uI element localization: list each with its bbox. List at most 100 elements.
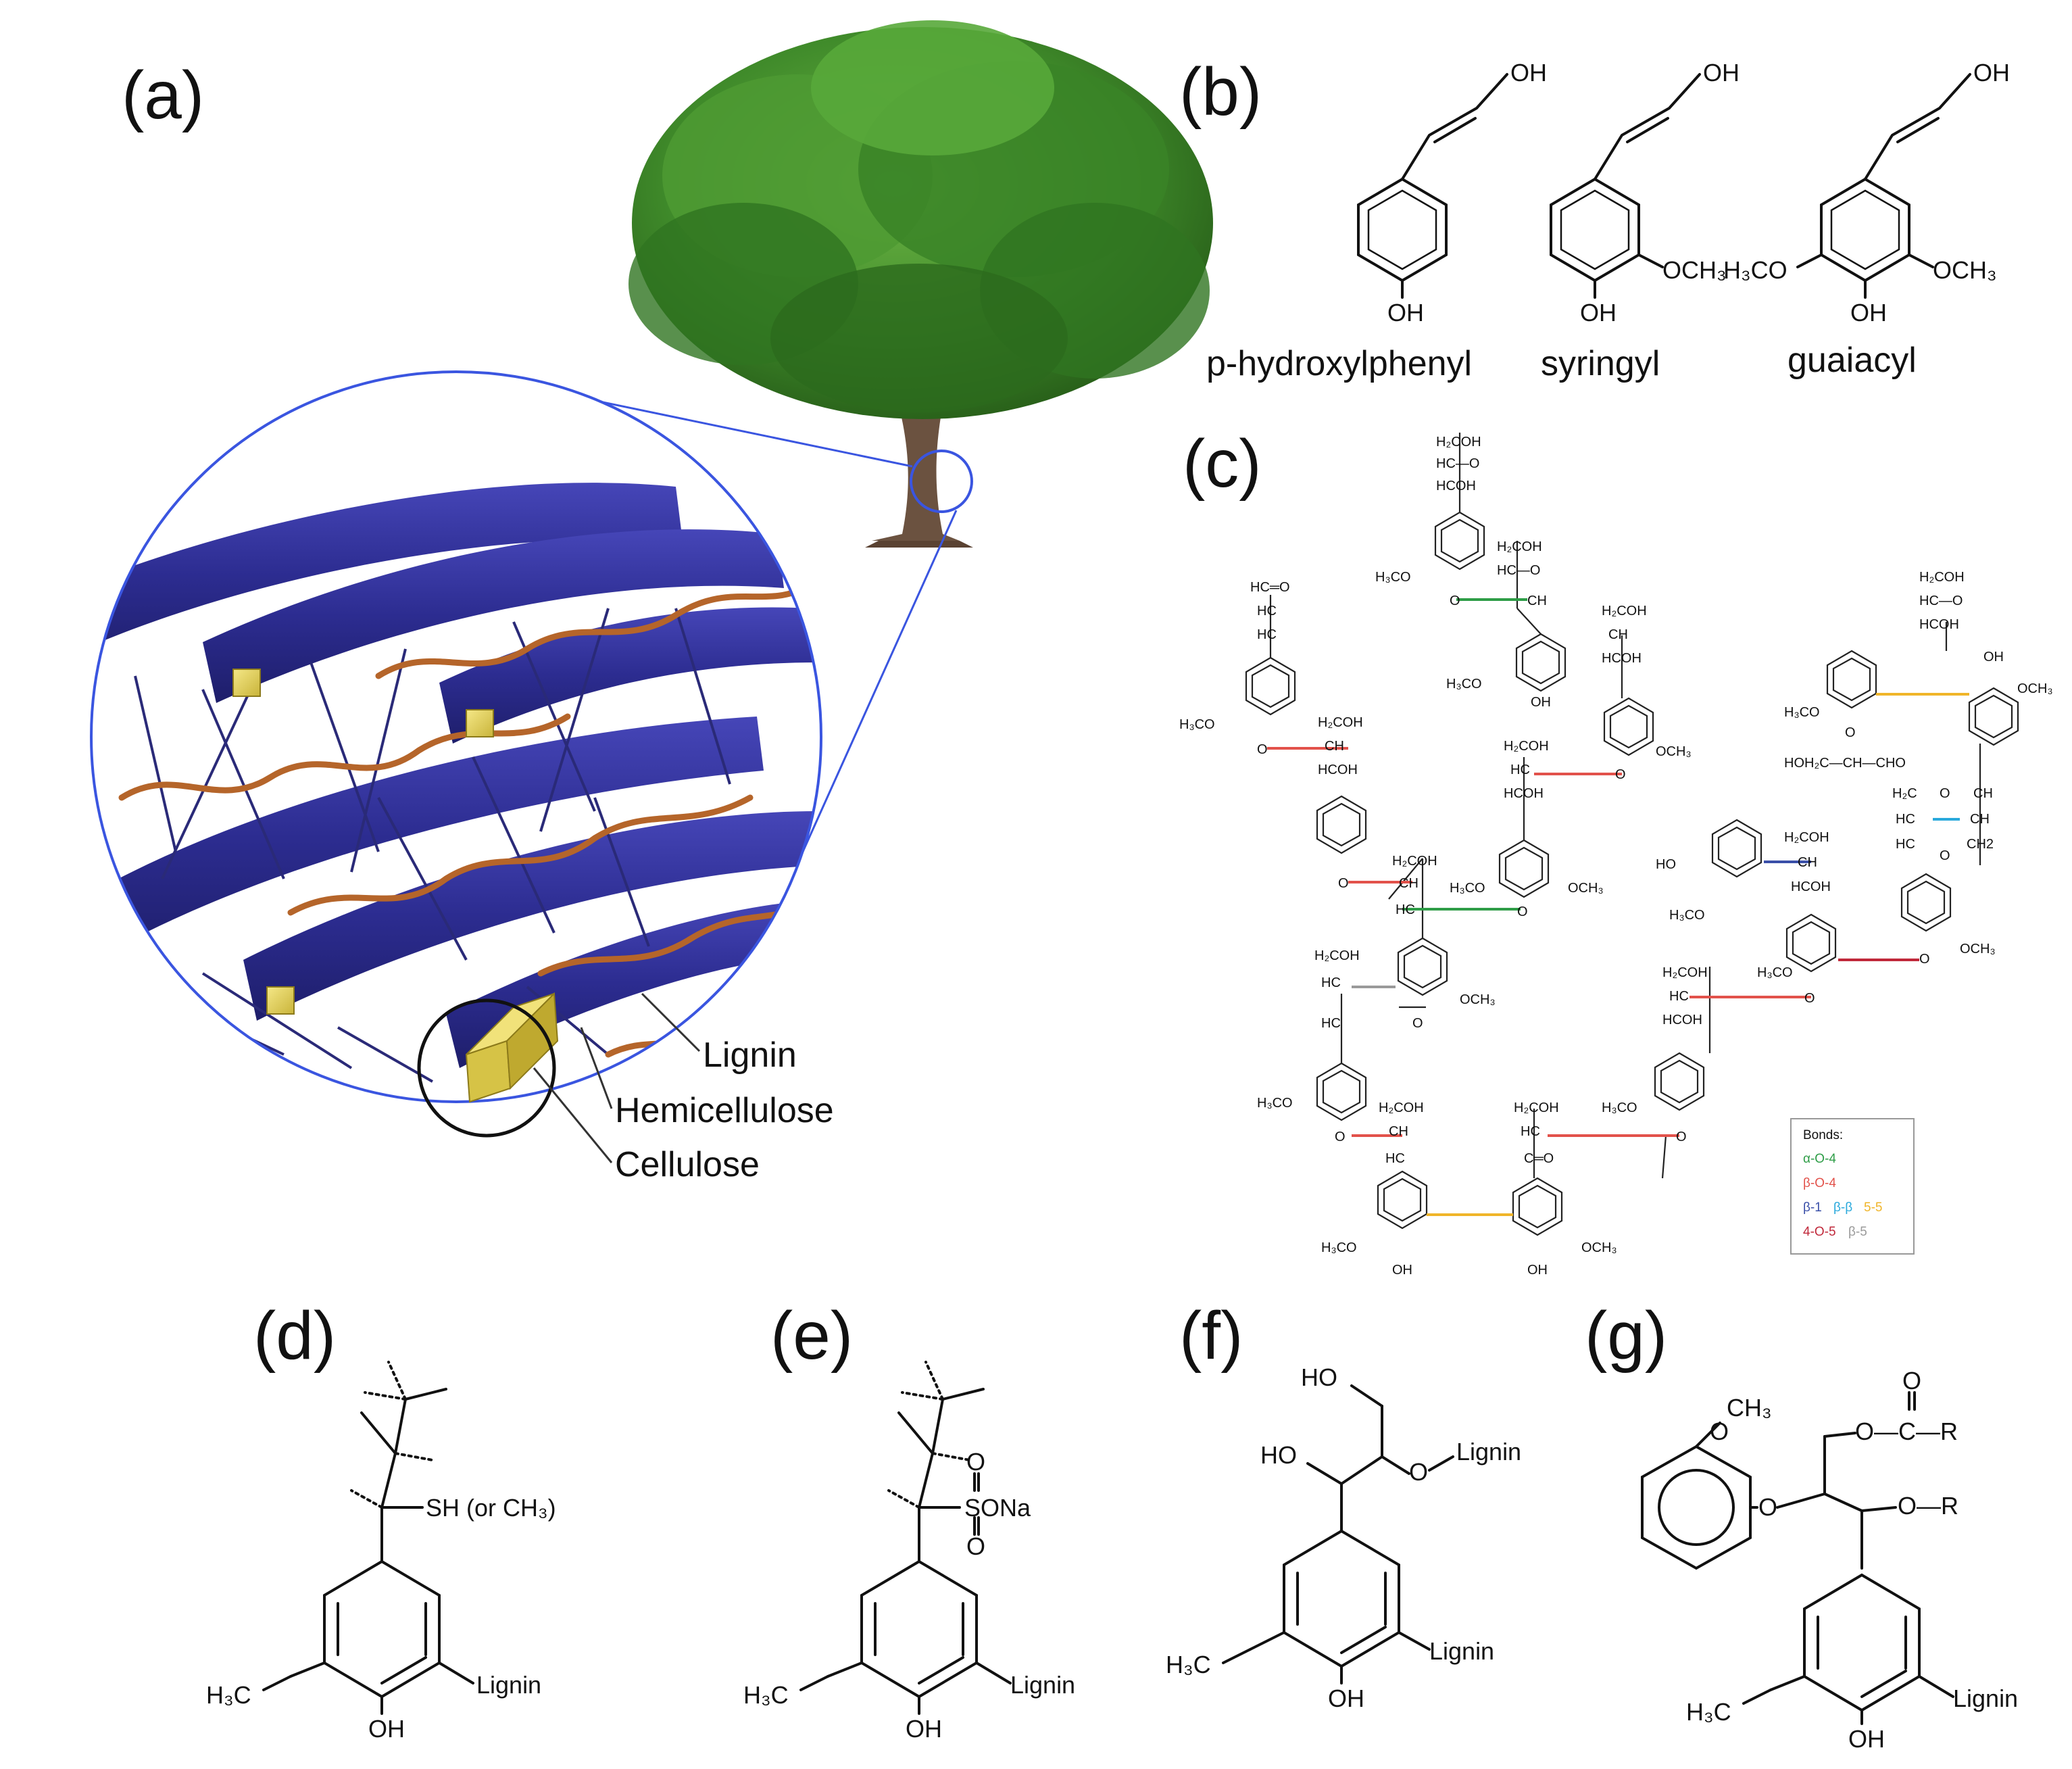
label-och3-3: OCH₃ [1460,992,1496,1007]
panel-g: (g) CH₃ O O—C—R O O O—R [1585,1298,2018,1753]
legend-item-3-1: β-5 [1848,1225,1867,1239]
label-hcoh-7: HCOH [1919,617,1959,632]
label-h2coh-7: H₂COH [1314,948,1360,963]
label-o-4: O [1517,904,1528,919]
label-och3-2: OCH₃ [1568,881,1604,896]
label-oh-4: OH [1983,650,2004,664]
g-or-label: O—R [1898,1492,1958,1520]
label-h2coh-1: H₂COH [1436,435,1481,450]
f-lignin1-label: Lignin [1456,1438,1521,1465]
lignin-network-labels: H₂COH HC—O HCOH H₃CO O H₂COH HC—O CH H₃C… [1179,435,2053,1278]
label-hcoh-1: HCOH [1436,479,1476,493]
label-h2coh-6: H₂COH [1392,854,1437,869]
f-h3c-label: H₃C [1166,1651,1211,1678]
label-hcoh-2: HCOH [1602,651,1642,666]
label-o-10: O [1919,952,1930,967]
label-ch-3: CH [1325,739,1344,754]
f-lignin2-label: Lignin [1429,1637,1494,1665]
label-h3co-3: H₃CO [1179,717,1215,732]
label-hc-5: HC [1321,975,1341,990]
legend-item-1-0: β-O-4 [1803,1176,1836,1190]
label-hc-8: HC [1521,1124,1540,1139]
e-o1-label: O [966,1448,985,1476]
label-och3-6: OCH₃ [2017,681,2053,696]
panel-a-label: (a) [122,57,204,133]
label-o-13: O [1940,848,1950,863]
callout-lignin: Lignin [703,1036,797,1075]
label-ho-1: HO [1656,857,1676,872]
label-h3co-6: H₃CO [1321,1240,1357,1255]
label-o-1: O [1450,593,1460,608]
monomer-name-guaiacyl: guaiacyl [1787,341,1917,380]
label-o-9: O [1804,991,1815,1006]
panel-d-label: (d) [253,1298,336,1374]
guaiacyl-h3co: H₃CO [1723,256,1787,284]
label-ch-1: CH [1527,593,1547,608]
label-hc-11: HC [1896,837,1915,852]
label-o-12: O [1940,786,1950,801]
label-o-6: O [1412,1016,1423,1031]
label-hc-4: HC [1396,902,1415,917]
d-lignin-label: Lignin [476,1671,541,1699]
label-hc-6: HC [1321,1016,1341,1031]
d-sh-label: SH (or CH₃) [426,1494,556,1522]
label-ch2-1: CH2 [1967,837,1994,852]
d-h3c-label: H₃C [206,1681,251,1709]
e-so3na-label: SONa [964,1494,1031,1522]
zoom-circle [90,370,822,1103]
e-oh-label: OH [906,1715,942,1743]
label-hc-10: HC [1896,812,1915,827]
f-ho1-label: HO [1301,1363,1337,1391]
label-h3co-8: H₃CO [1669,908,1705,923]
label-o-2: O [1257,742,1268,757]
tree-illustration [628,20,1213,548]
label-hcoh-3: HCOH [1318,762,1358,777]
label-hc-3: HC [1510,762,1530,777]
p-hydroxylphenyl-oh-bottom: OH [1387,299,1424,326]
label-och3-5: OCH₃ [1960,942,1996,956]
zoom-line-bottom [789,510,958,879]
structure-e [799,1361,1012,1715]
label-ch-7: CH [1973,786,1993,801]
label-h2c-1: H₂C [1892,786,1917,801]
label-oh-1: OH [1531,695,1551,710]
panel-c-label: (c) [1183,426,1262,502]
g-ester-label: O—C—R [1855,1417,1958,1445]
label-och3-4: OCH₃ [1581,1240,1617,1255]
label-h3co-5: H₃CO [1257,1096,1293,1111]
label-o-8: O [1676,1130,1687,1144]
panel-f-label: (f) [1179,1298,1243,1374]
guaiacyl-och3: OCH₃ [1933,256,1997,284]
label-h2coh-10: H₂COH [1662,965,1708,980]
label-h3co-10: H₃CO [1784,705,1820,720]
panel-b-label: (b) [1179,54,1262,130]
d-oh-label: OH [368,1715,405,1743]
label-ch-2: CH [1608,627,1628,642]
e-o2-label: O [966,1532,985,1560]
label-h2coh-11: H₂COH [1784,830,1829,845]
syringyl-oh-top: OH [1703,59,1740,87]
monomer-syringyl: OH OH OCH₃ [1550,59,1740,326]
f-ho2-label: HO [1260,1441,1297,1469]
bond-lines [1267,598,1969,1216]
f-o-label: O [1409,1458,1428,1486]
label-h3co-9: H₃CO [1757,965,1793,980]
label-hco-1: HC—O [1436,456,1479,471]
g-carbonyl-o-label: O [1902,1367,1921,1395]
label-o-3: O [1615,767,1626,782]
label-hc-9: HC [1669,989,1689,1004]
g-oh-label: OH [1848,1725,1885,1753]
panel-b: (b) OH OH p-hydroxylphenyl OH OH OCH₃ sy… [1179,54,2010,383]
label-ch-4: CH [1399,876,1419,891]
label-hc-7: HC [1385,1151,1405,1166]
label-hcoh-4: HCOH [1504,786,1544,801]
label-hoh2c-1: HOH₂C—CH—CHO [1784,756,1906,771]
panel-e: (e) SONa O O H₃C [743,1298,1075,1743]
label-o-5: O [1338,876,1349,891]
label-h2coh-12: H₂COH [1919,570,1965,585]
panel-f: (f) HO HO O Lignin H₃C OH Lignin [1166,1298,1521,1712]
structure-f [1222,1384,1454,1685]
